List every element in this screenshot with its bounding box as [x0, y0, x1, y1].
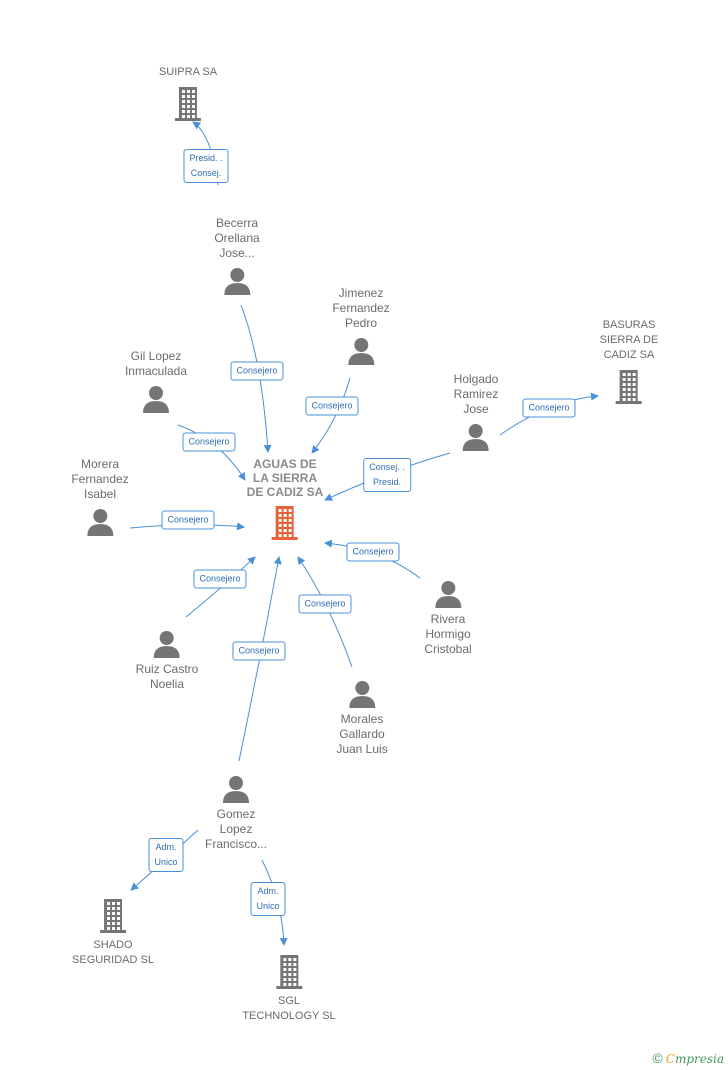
- person-icon: [349, 681, 375, 708]
- company-node-aguas[interactable]: AGUAS DE LA SIERRA DE CADIZ SA: [246, 457, 324, 541]
- person-node-morera[interactable]: Morera Fernandez Isabel: [71, 457, 129, 536]
- relation-badge[interactable]: Adm. Unico: [250, 882, 286, 916]
- person-node-rivera[interactable]: Rivera Hormigo Cristobal: [424, 580, 472, 657]
- node-label: Holgado Ramirez Jose: [453, 372, 499, 416]
- person-node-gomez[interactable]: Gomez Lopez Francisco...: [205, 775, 267, 852]
- node-label: SHADO SEGURIDAD SL: [72, 939, 154, 966]
- relation-badge[interactable]: Consejero: [230, 361, 284, 381]
- person-icon: [87, 509, 113, 536]
- node-label: Gil Lopez Inmaculada: [124, 349, 188, 378]
- node-label: BASURAS SIERRA DE CADIZ SA: [599, 319, 659, 361]
- node-label: Morera Fernandez Isabel: [71, 457, 129, 501]
- node-label: AGUAS DE LA SIERRA DE CADIZ SA: [246, 457, 324, 499]
- copyright-icon: ©: [652, 1050, 663, 1066]
- node-label: Rivera Hormigo Cristobal: [424, 612, 472, 656]
- node-label: Ruiz Castro Noelia: [135, 662, 199, 691]
- company-node-sgl[interactable]: SGL TECHNOLOGY SL: [242, 954, 336, 1024]
- company-node-suipra[interactable]: SUIPRA SA: [159, 65, 217, 122]
- person-node-holgado[interactable]: Holgado Ramirez Jose: [453, 372, 499, 451]
- relation-badge[interactable]: Consejero: [305, 396, 359, 416]
- node-label: Morales Gallardo Juan Luis: [336, 712, 388, 756]
- person-node-becerra[interactable]: Becerra Orellana Jose...: [214, 216, 260, 295]
- edge-jimenez-aguas: [311, 377, 351, 454]
- relation-badge[interactable]: Consejero: [193, 569, 247, 589]
- building-icon: [174, 87, 201, 121]
- relation-badge[interactable]: Consejero: [182, 432, 236, 452]
- relation-badge[interactable]: Adm. Unico: [148, 838, 184, 872]
- person-icon: [348, 338, 374, 365]
- person-icon: [142, 386, 169, 413]
- person-node-gil[interactable]: Gil Lopez Inmaculada: [125, 349, 187, 413]
- relation-badge[interactable]: Consejero: [346, 542, 400, 562]
- brand-footer: ©Cmpresia: [652, 1050, 724, 1066]
- person-node-jimenez[interactable]: Jimenez Fernandez Pedro: [332, 286, 390, 365]
- relation-badge[interactable]: Presid. . Consej.: [183, 149, 229, 183]
- node-label: Jimenez Fernandez Pedro: [332, 286, 390, 330]
- node-label: Becerra Orellana Jose...: [214, 216, 260, 260]
- building-icon: [99, 899, 126, 933]
- person-node-morales[interactable]: Morales Gallardo Juan Luis: [336, 680, 388, 757]
- node-label: SUIPRA SA: [158, 66, 218, 78]
- relation-badge[interactable]: Consej. . Presid.: [363, 458, 411, 492]
- person-node-ruiz[interactable]: Ruiz Castro Noelia: [135, 630, 199, 692]
- relation-badge[interactable]: Consejero: [522, 398, 576, 418]
- node-label: Gomez Lopez Francisco...: [204, 807, 268, 851]
- building-icon: [275, 955, 302, 989]
- person-icon: [222, 776, 249, 803]
- person-icon: [223, 268, 250, 295]
- relation-badge[interactable]: Consejero: [298, 594, 352, 614]
- person-icon: [434, 581, 461, 608]
- building-icon: [616, 370, 642, 404]
- relation-badge[interactable]: Consejero: [232, 641, 286, 661]
- company-node-basuras[interactable]: BASURAS SIERRA DE CADIZ SA: [599, 318, 659, 405]
- person-icon: [462, 424, 489, 451]
- building-icon: [271, 506, 298, 540]
- node-label: SGL TECHNOLOGY SL: [242, 995, 336, 1022]
- person-icon: [154, 631, 180, 658]
- company-node-shado[interactable]: SHADO SEGURIDAD SL: [72, 898, 154, 968]
- relation-badge[interactable]: Consejero: [161, 510, 215, 530]
